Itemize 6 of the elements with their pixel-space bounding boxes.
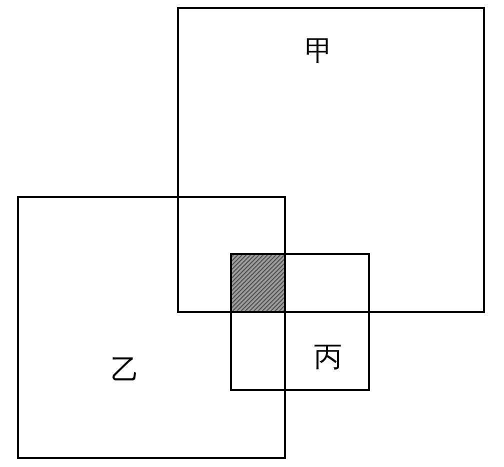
region-label: 丙 <box>314 343 342 371</box>
square-region <box>17 196 286 459</box>
region-label: 甲 <box>305 37 333 65</box>
region-label: 乙 <box>111 356 139 384</box>
square-region <box>177 7 485 313</box>
square-region <box>230 253 370 391</box>
